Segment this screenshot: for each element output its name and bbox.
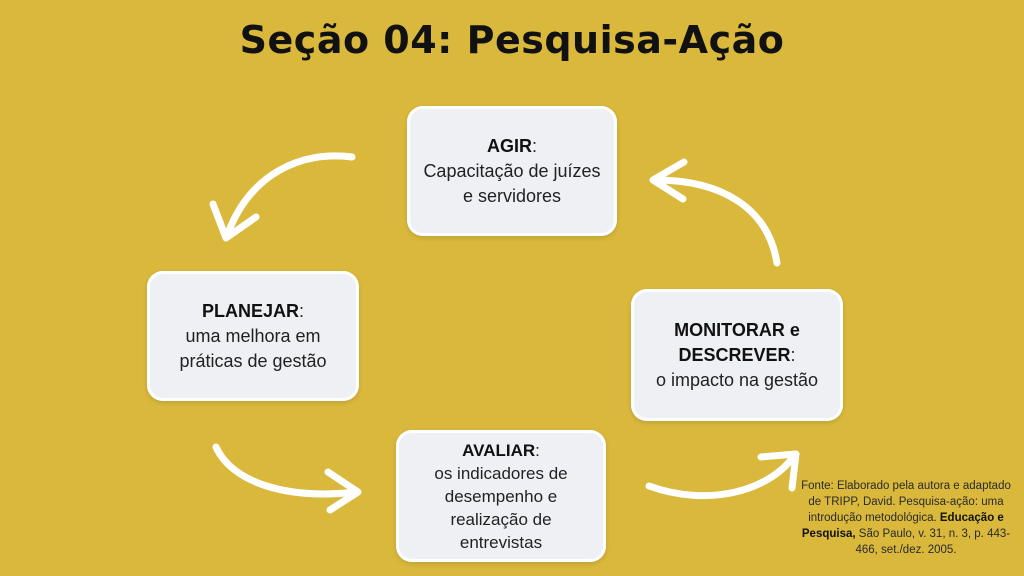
step-agir-heading: AGIR xyxy=(486,135,532,156)
step-avaliar: AVALIAR: os indicadores de desempenho e … xyxy=(396,430,606,562)
step-agir-text-2: e servidores xyxy=(462,185,562,206)
step-avaliar-text-1: os indicadores de xyxy=(434,463,568,483)
arrow-planejar-to-avaliar xyxy=(212,443,362,514)
step-monitorar: MONITORAR e DESCREVER: o impacto na gest… xyxy=(631,289,843,421)
page-title: Seção 04: Pesquisa-Ação xyxy=(239,18,785,62)
step-monitorar-heading-1: MONITORAR e xyxy=(674,319,800,340)
arrow-monitorar-to-agir xyxy=(649,158,781,267)
step-avaliar-text-4: entrevistas xyxy=(459,532,543,552)
step-agir-text-1: Capacitação de juízes xyxy=(423,160,601,181)
arrow-agir-to-planejar xyxy=(209,152,356,242)
step-avaliar-heading: AVALIAR xyxy=(462,440,536,460)
step-planejar: PLANEJAR: uma melhora em práticas de ges… xyxy=(147,271,359,401)
source-journal: Educação e Pesquisa, xyxy=(801,512,1004,540)
step-avaliar-text-2: desempenho e xyxy=(444,486,558,506)
arrow-avaliar-to-monitorar xyxy=(645,450,800,500)
source-citation: Fonte: Elaborado pela autora e adaptado … xyxy=(801,480,1011,556)
step-agir: AGIR: Capacitação de juízes e servidores xyxy=(407,106,617,236)
step-monitorar-heading-2: DESCREVER xyxy=(678,344,791,365)
step-planejar-heading: PLANEJAR xyxy=(201,300,299,321)
step-monitorar-text-1: o impacto na gestão xyxy=(655,369,819,390)
step-avaliar-text-3: realização de xyxy=(450,509,552,529)
step-planejar-text-2: práticas de gestão xyxy=(179,350,327,371)
step-planejar-text-1: uma melhora em xyxy=(185,325,321,346)
